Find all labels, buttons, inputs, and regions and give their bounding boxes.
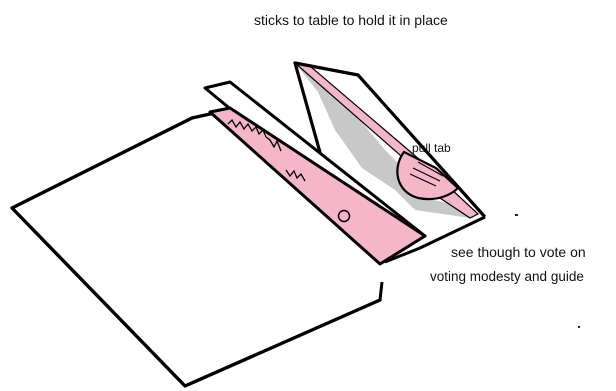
base-sheet-outline (10, 108, 382, 388)
stray-mark (515, 214, 518, 216)
lower-strip (203, 80, 427, 266)
base-sheet (10, 108, 384, 388)
small-circle-mark (337, 209, 351, 223)
stray-mark (578, 326, 580, 328)
squiggle-mark (227, 118, 282, 152)
squiggle-mark-2 (285, 169, 306, 182)
annotation-see-through: see though to vote on (451, 244, 586, 260)
annotation-pull-tab: pull tab (412, 141, 451, 155)
annotation-sticks-to-table: sticks to table to hold it in place (254, 12, 448, 28)
annotation-voting-modesty: voting modesty and guide (430, 269, 584, 284)
base-sheet-right-edge (378, 281, 384, 301)
lower-pink-strip (208, 106, 427, 266)
